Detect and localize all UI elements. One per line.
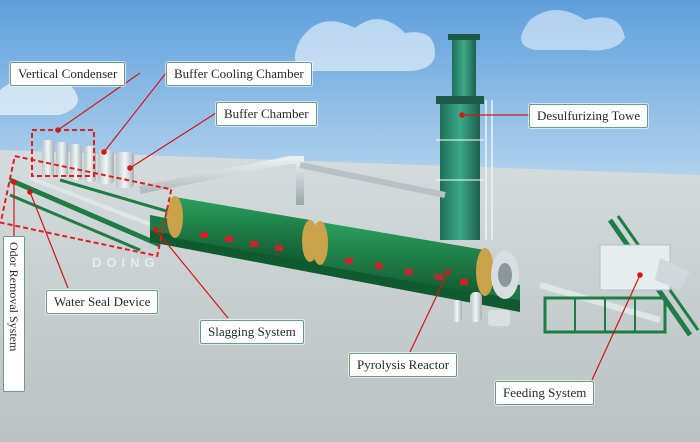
condenser-highlight-box — [31, 129, 95, 177]
auxiliary-tanks — [452, 292, 510, 326]
cloud — [521, 10, 625, 51]
label-slagging-system: Slagging System — [200, 320, 304, 344]
label-feeding-system: Feeding System — [495, 381, 595, 405]
label-buffer-cooling-chamber: Buffer Cooling Chamber — [166, 62, 312, 86]
label-pyrolysis-reactor: Pyrolysis Reactor — [349, 353, 458, 377]
label-odor-removal-system: Odor Removal System — [3, 236, 25, 392]
label-water-seal-device: Water Seal Device — [46, 290, 159, 314]
label-buffer-chamber: Buffer Chamber — [216, 102, 317, 126]
label-vertical-condenser: Vertical Condenser — [10, 62, 126, 86]
feeding-system — [539, 215, 700, 337]
watermark-brand: DOING — [92, 255, 160, 270]
desulfurizing-tower — [436, 34, 493, 240]
gas-pipe — [139, 156, 304, 205]
leader-lines — [11, 72, 643, 381]
cloud — [295, 19, 435, 71]
pyrolysis-reactor — [167, 196, 519, 299]
label-desulfurizing-tower: Desulfurizing Towe — [529, 104, 649, 128]
gas-pipe — [299, 162, 446, 198]
conveyor-structure — [9, 176, 181, 252]
seal-slagging-highlight-box — [0, 154, 173, 258]
